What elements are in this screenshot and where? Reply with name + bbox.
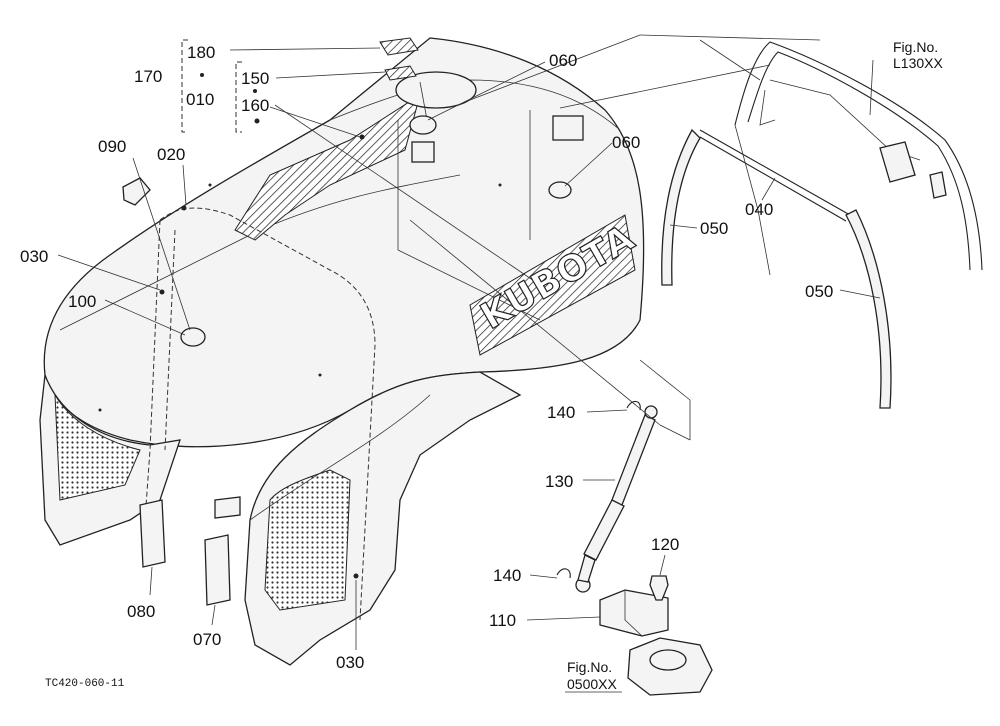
cab-latch [929,171,947,199]
callout-030-bottom: 030 [336,653,364,672]
gas-strut-130-rod [609,414,656,511]
cushion-080 [139,499,166,568]
clip-140-top [626,400,641,411]
seal-040-strip-2 [699,136,847,222]
seal-outline-left [144,219,161,521]
cab-bracket [879,141,916,183]
hinge-block-left [411,141,435,163]
seal-outline-inner [164,229,176,451]
bolt-060-top [409,115,437,135]
seal-outline [159,207,376,621]
hood-stripe-decal [234,93,421,241]
strut-end-top [644,405,658,419]
gas-strut-130-body [583,499,625,561]
callout-180: 180 [187,43,215,62]
hinge-bracket [552,115,584,141]
callout-070: 070 [193,630,221,649]
group-bracket-170 [181,39,188,133]
housing-bore [649,649,687,671]
fig-ref-top-code: L130XX [893,55,943,71]
callout-040: 040 [745,200,773,219]
callout-140-bottom: 140 [493,566,521,585]
fig-ref-bottom-label: Fig.No. [567,659,612,675]
callout-050-right: 050 [805,282,833,301]
cushion-070 [204,534,231,606]
callout-160: 160 [241,96,269,115]
fender-edge [249,394,431,521]
callout-170: 170 [134,67,162,86]
fig-ref-top-label: Fig.No. [893,39,938,55]
bolt-060-side [548,181,572,199]
callout-060-side: 060 [612,133,640,152]
group-bracket-010 [235,61,242,133]
dot-170 [200,73,204,77]
callout-010: 010 [186,90,214,109]
cab-lower [759,89,776,126]
cab-outline-inner [747,51,971,271]
callout-110: 110 [489,611,516,630]
callout-140-top: 140 [547,403,575,422]
hood-opening [395,71,477,109]
callout-090: 090 [98,137,126,156]
hood-fasteners [98,118,543,579]
callout-080: 080 [127,602,155,621]
decal-150 [384,65,417,81]
right-grille [264,469,351,611]
dot-010 [253,89,257,93]
callout-030-left: 030 [20,247,48,266]
callout-120: 120 [651,535,679,554]
stopper-090 [122,177,151,206]
mount-tab [214,496,241,519]
callout-130: 130 [545,472,573,491]
bracket-110-fold [624,590,643,637]
cab-reference-outline [734,41,983,271]
cab-outline-side [734,124,771,276]
drawing-code: TC420-060-11 [45,678,125,690]
callout-060-top: 060 [549,51,577,70]
bolt-120 [649,575,669,601]
fig-ref-bottom-code: 0500XX [567,676,617,692]
decal-180 [379,37,419,56]
grommet-100 [180,327,206,347]
left-grille [54,394,141,501]
strut-neck [577,554,596,583]
leader-lines [57,34,881,650]
callout-100: 100 [68,292,96,311]
hood-body [43,37,645,448]
callout-150: 150 [241,69,269,88]
callout-050-left: 050 [700,219,728,238]
seal-050-right [845,209,892,409]
seal-040-strip [699,129,851,216]
clip-140-bottom [556,568,571,579]
callout-020: 020 [157,145,185,164]
seal-050-left [661,128,701,286]
kubota-decal [469,214,636,356]
